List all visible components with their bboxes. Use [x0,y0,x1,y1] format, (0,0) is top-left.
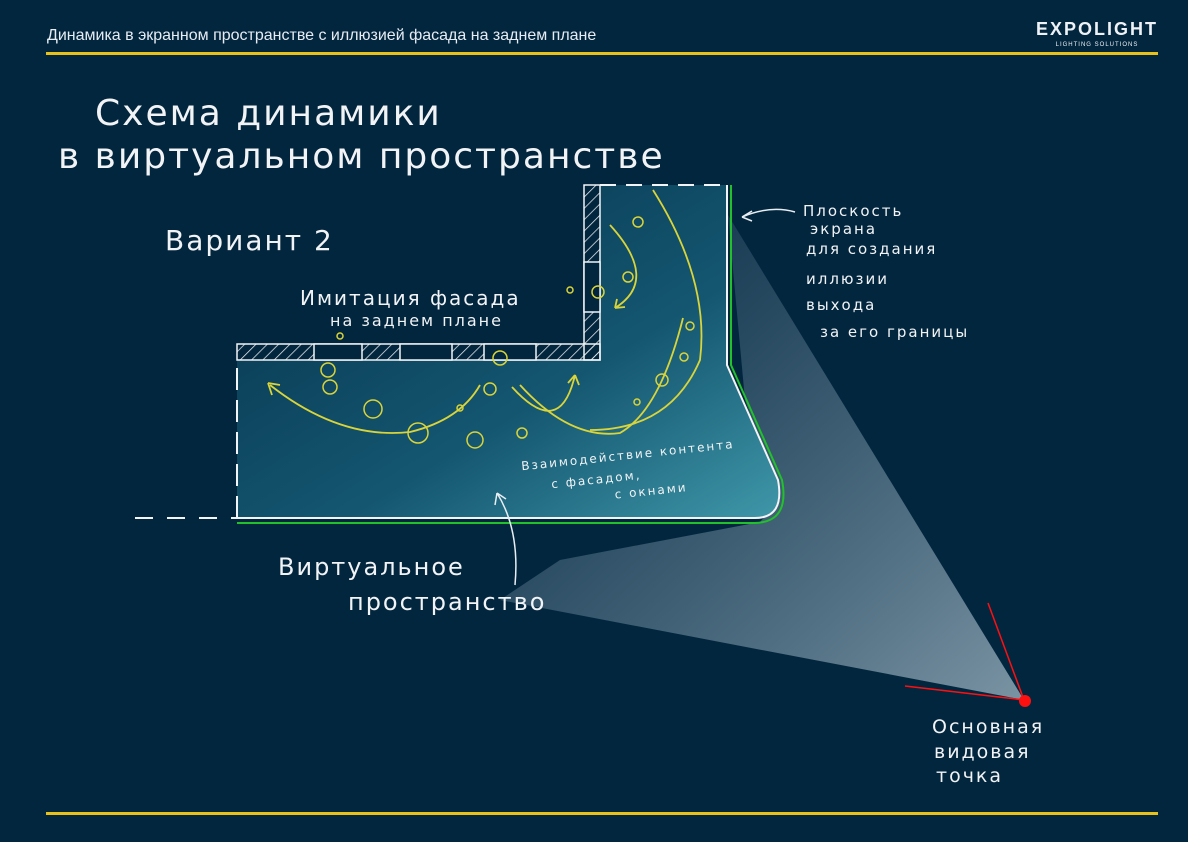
variant-label: Вариант 2 [165,224,334,257]
diagram-title-line2: в виртуальном пространстве [58,136,665,177]
slide-title: Динамика в экранном пространстве с иллюз… [47,27,597,44]
screen-plane-line [237,185,785,524]
virtual-space-text: пространство [348,588,546,616]
screen-plane-label: Плоскость экрана для создания иллюзии вы… [803,202,969,341]
diagram-title-line1: Схема динамики [95,93,442,134]
screen-plane-text: Плоскость [803,202,903,220]
screen-plane-text: иллюзии [806,270,889,288]
viewpoint-marker [904,602,1031,707]
facade-windows [313,261,601,361]
view-cone [500,215,1024,700]
viewpoint-text: Основная [932,716,1044,738]
viewpoint-text: видовая [934,741,1031,763]
screen-plane-text: для создания [806,240,937,258]
screen-plane-text: выхода [806,296,876,314]
room-outline [237,185,781,519]
logo: EXPOLIGHT LIGHTING SOLUTIONS [1036,19,1158,48]
content-particles [320,216,695,449]
viewpoint-text: точка [936,765,1003,787]
virtual-space-text: Виртуальное [278,553,465,581]
screen-plane-text: за его границы [820,323,969,341]
screen-plane-text: экрана [810,220,877,238]
viewpoint-label: Основная видовая точка [932,716,1044,787]
logo-name: EXPOLIGHT [1035,19,1158,39]
annotation-arrows [494,208,796,586]
facade-label-line1: Имитация фасада [300,286,521,310]
logo-tagline: LIGHTING SOLUTIONS [1055,42,1139,48]
virtual-space-label: Виртуальное пространство [278,553,546,616]
header-rule [46,52,1158,55]
footer-rule [46,812,1158,815]
virtual-space-area [237,185,780,518]
facade-label-line2: на заднем плане [330,311,503,330]
